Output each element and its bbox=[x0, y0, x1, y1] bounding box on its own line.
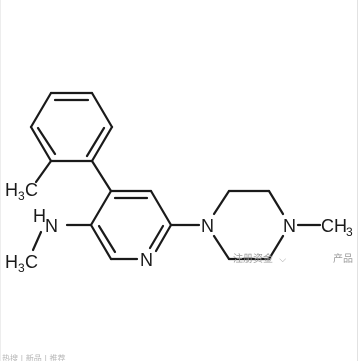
bond-pyr-double-2 bbox=[148, 224, 165, 250]
watermark-middle: 注册资金 ⌵ bbox=[233, 250, 286, 265]
watermark-middle-text: 注册资金 bbox=[233, 254, 273, 265]
label-n-methyl-sub: 3 bbox=[346, 225, 353, 239]
bond-tolyl-methyl bbox=[34, 159, 53, 184]
bond-tolyl-double-3 bbox=[36, 126, 57, 156]
bond-biaryl bbox=[90, 159, 113, 193]
label-piperazine-n4: N bbox=[283, 216, 296, 236]
frame-left-border bbox=[0, 0, 1, 361]
label-piperazine-n1: N bbox=[201, 216, 214, 236]
label-methylamine-h: H bbox=[33, 206, 46, 226]
bond-pip-6 bbox=[212, 234, 231, 261]
bond-pip-1 bbox=[212, 189, 231, 216]
bond-pyr-2 bbox=[149, 189, 173, 227]
bond-tolyl-2 bbox=[90, 91, 114, 129]
tolyl-ring bbox=[29, 91, 114, 163]
watermark-right: 产品 bbox=[333, 254, 353, 265]
bond-nh-ch3 bbox=[31, 230, 43, 252]
label-n-methyl-ch: CH bbox=[321, 216, 347, 236]
label-methylamine-ch3-c: C bbox=[25, 252, 38, 272]
label-methylamine-ch3-h: H bbox=[5, 252, 18, 272]
watermark-bottom: 热搜 | 新品 | 推荐 bbox=[2, 354, 66, 361]
bond-pip-3 bbox=[267, 189, 285, 216]
label-methylamine-n: N bbox=[45, 216, 58, 236]
chevron-down-icon: ⌵ bbox=[279, 255, 287, 265]
bond-tolyl-3 bbox=[90, 125, 114, 163]
bond-tolyl-5 bbox=[29, 125, 53, 163]
bond-pyr-3 bbox=[154, 223, 173, 253]
bond-pyr-6 bbox=[89, 189, 113, 227]
bond-pyr-5 bbox=[89, 223, 113, 261]
bond-tolyl-6 bbox=[29, 91, 53, 129]
bond-tolyl-double-2 bbox=[85, 126, 106, 158]
label-tolyl-ch3-h: H bbox=[5, 180, 18, 200]
label-tolyl-ch3-c: C bbox=[25, 180, 38, 200]
label-tolyl-ch3-sub: 3 bbox=[18, 189, 25, 203]
label-pyridine-n: N bbox=[140, 250, 153, 270]
piperazine-ring bbox=[212, 189, 285, 261]
bond-pip-4 bbox=[267, 234, 285, 261]
label-methylamine-ch3-sub: 3 bbox=[18, 261, 25, 275]
bond-pyr-double-3 bbox=[97, 224, 117, 254]
pyridine-ring bbox=[89, 189, 173, 261]
